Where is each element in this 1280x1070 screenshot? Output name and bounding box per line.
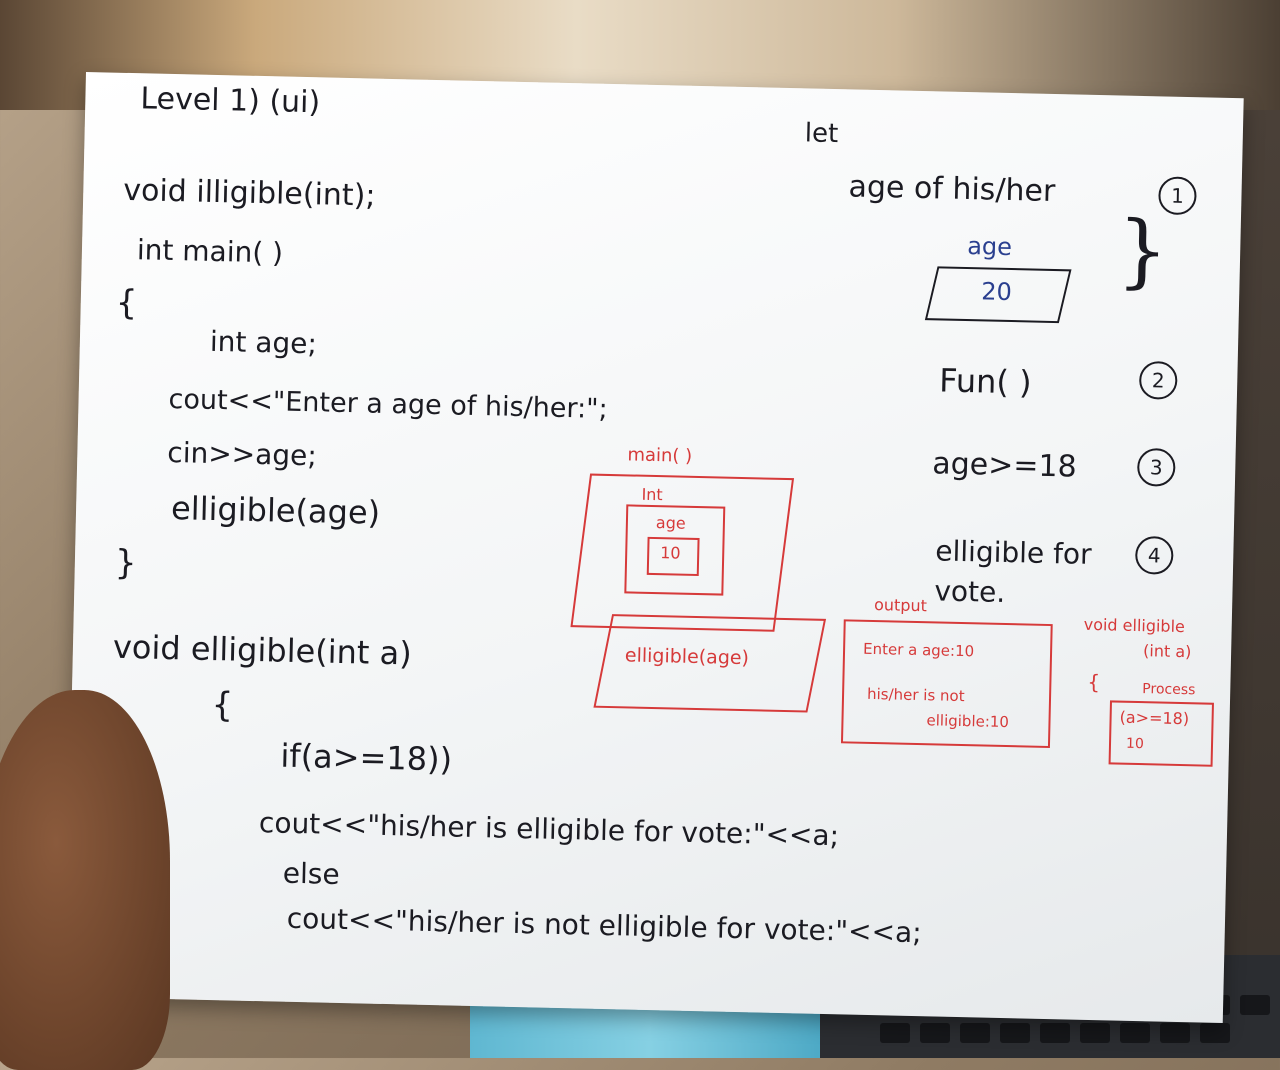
code-else: else bbox=[282, 856, 341, 891]
hand bbox=[0, 690, 170, 1070]
step-4-number: 4 bbox=[1134, 535, 1174, 575]
output-line-1: Enter a age:10 bbox=[862, 639, 975, 661]
code-brace-open: { bbox=[115, 282, 138, 324]
output-line-2: his/her is not bbox=[866, 684, 965, 706]
code-func-sig: void elligible(int a) bbox=[112, 627, 413, 673]
step-1-text: age of his/her bbox=[848, 169, 1056, 210]
code-if: if(a>=18)) bbox=[280, 736, 453, 779]
code-func-brace: { bbox=[211, 685, 234, 726]
curly-brace: } bbox=[1116, 203, 1170, 298]
whiteboard: Level 1) (ui) void illigible(int); int m… bbox=[65, 72, 1244, 1024]
key bbox=[1000, 1023, 1030, 1043]
code-cout-not-eligible: cout<<"his/her is not elligible for vote… bbox=[286, 901, 923, 950]
code-call: elligible(age) bbox=[170, 489, 381, 532]
diagram-value: 10 bbox=[660, 543, 681, 563]
memory-value: 20 bbox=[980, 277, 1013, 307]
memory-label: age bbox=[966, 232, 1013, 262]
output-title: output bbox=[873, 595, 928, 616]
diagram-call: elligible(age) bbox=[624, 644, 750, 670]
code-cout-prompt: cout<<"Enter a age of his/her:"; bbox=[168, 383, 608, 425]
code-brace-close: } bbox=[114, 542, 137, 584]
step-2-number: 2 bbox=[1138, 360, 1178, 400]
key bbox=[1240, 995, 1270, 1015]
level-heading: Level 1) (ui) bbox=[140, 81, 321, 121]
key bbox=[920, 1023, 950, 1043]
step-3-text: age>=18 bbox=[931, 446, 1078, 485]
process-title: Process bbox=[1142, 681, 1196, 699]
code-prototype: void illigible(int); bbox=[122, 172, 376, 214]
step-2-text: Fun( ) bbox=[938, 361, 1032, 402]
diagram-main-label: main( ) bbox=[627, 444, 693, 467]
key bbox=[1040, 1023, 1070, 1043]
code-main-sig: int main( ) bbox=[136, 233, 284, 270]
step-let: let bbox=[804, 118, 839, 150]
step-3-number: 3 bbox=[1136, 447, 1176, 487]
key bbox=[1080, 1023, 1110, 1043]
key bbox=[1160, 1023, 1190, 1043]
output-line-3: elligible:10 bbox=[926, 711, 1010, 732]
diagram-int-label: Int bbox=[641, 484, 663, 505]
diagram-age-label: age bbox=[655, 513, 686, 533]
code-cout-eligible: cout<<"his/her is elligible for vote:"<<… bbox=[258, 806, 840, 853]
key bbox=[1120, 1023, 1150, 1043]
code-declare: int age; bbox=[209, 324, 318, 361]
step-4-text: elligible for vote. bbox=[934, 534, 1092, 609]
process-sig-1: void elligible bbox=[1083, 614, 1186, 637]
key bbox=[880, 1023, 910, 1043]
process-sig-2: (int a) bbox=[1142, 641, 1192, 662]
process-brace: { bbox=[1087, 669, 1101, 695]
process-value: 10 bbox=[1125, 735, 1145, 753]
key bbox=[1200, 1023, 1230, 1043]
code-cin: cin>>age; bbox=[167, 435, 318, 473]
process-expr: (a>=18) bbox=[1119, 707, 1190, 729]
key bbox=[960, 1023, 990, 1043]
